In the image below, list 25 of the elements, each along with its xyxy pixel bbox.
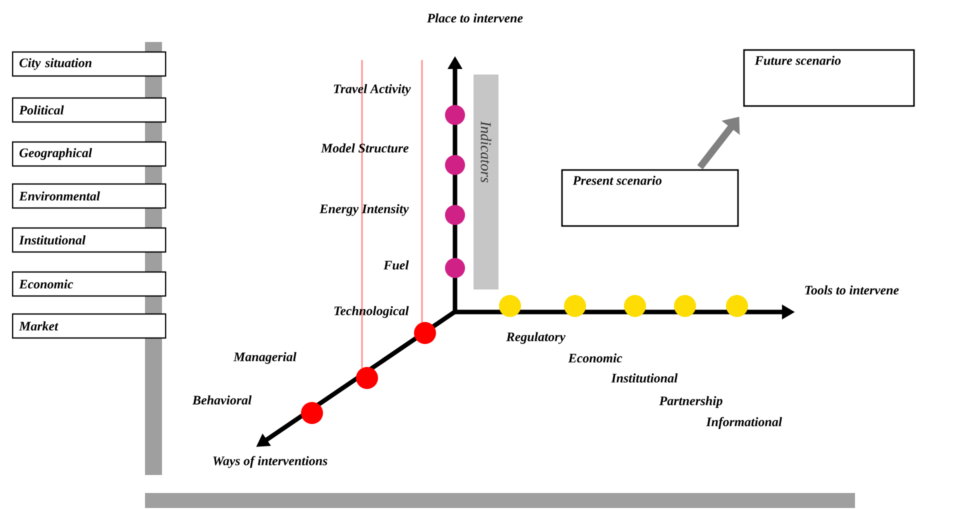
category-label: Partnership <box>659 396 722 408</box>
category-label: Model Structure <box>320 143 409 153</box>
category-label: Travel Activity <box>334 84 411 96</box>
category-label: Technological <box>334 306 409 318</box>
axis-title: Place to intervene <box>427 13 523 23</box>
category-box: Geographical <box>12 141 166 167</box>
scenario-box: Future scenario <box>743 49 915 107</box>
category-box: Market <box>12 313 166 339</box>
category-box: Institutional <box>12 227 166 253</box>
axis-title: Ways of interventions <box>213 456 328 468</box>
scenario-box: Present scenario <box>561 169 739 227</box>
category-label: Fuel <box>384 260 409 270</box>
category-label: Informational <box>706 417 782 429</box>
category-label: Energy Intensity <box>320 204 409 216</box>
category-label: Regulatory <box>506 332 566 344</box>
category-box: City situation <box>12 51 166 77</box>
indicator-bar: Indicators <box>474 74 498 290</box>
category-label: Managerial <box>233 352 296 364</box>
axis-title: Tools to intervene <box>805 285 899 295</box>
category-label: Behavioral <box>192 395 252 405</box>
category-box: Political <box>12 97 166 123</box>
category-label: Institutional <box>611 373 678 383</box>
category-label: Economic <box>568 353 622 363</box>
category-box: Environmental <box>12 183 166 209</box>
category-box: Economic <box>12 271 166 297</box>
